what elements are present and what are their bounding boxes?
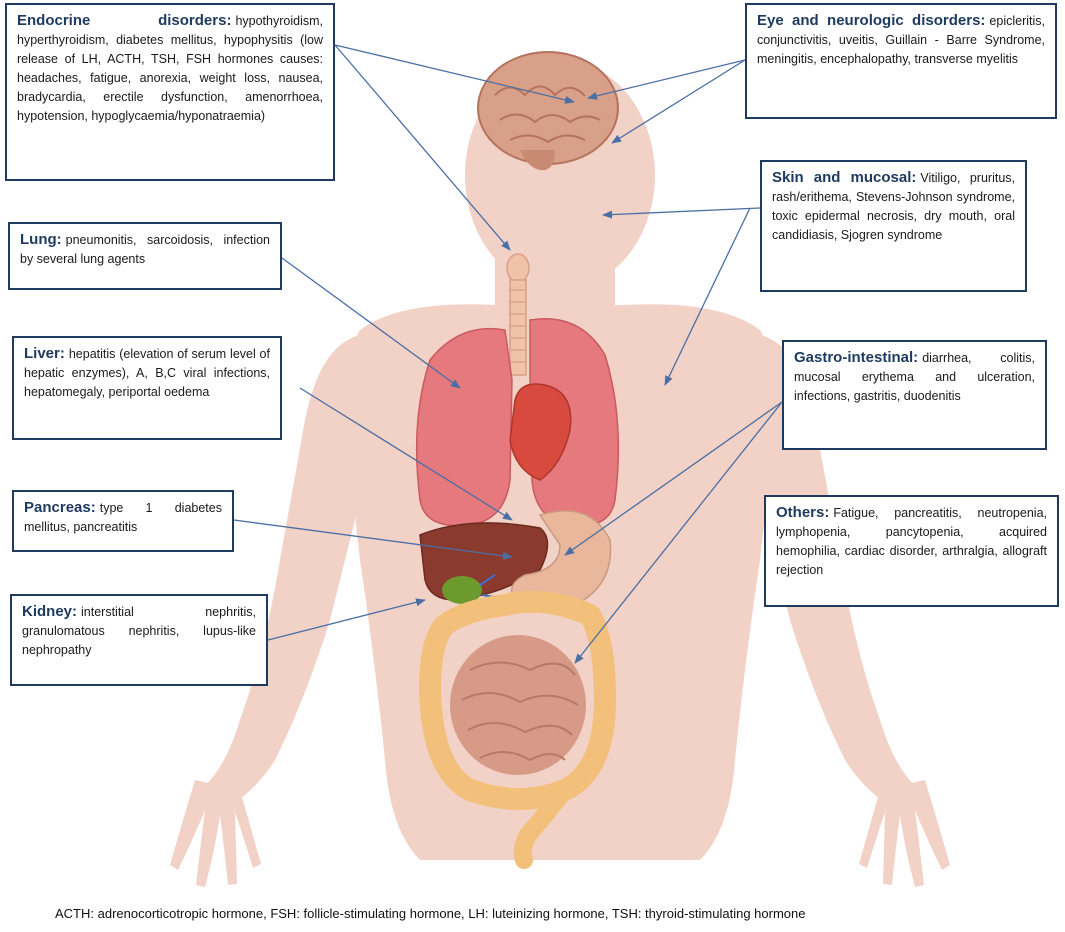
- skin-title: Skin and mucosal:: [772, 169, 917, 186]
- small-intestine: [450, 635, 586, 775]
- kidney-box: Kidney:interstitial nephritis, granuloma…: [10, 594, 268, 686]
- lung-title: Lung:: [20, 231, 62, 248]
- gastro-title: Gastro-intestinal:: [794, 349, 919, 366]
- heart: [509, 383, 572, 481]
- liver-title: Liver:: [24, 345, 65, 362]
- kidney-text: interstitial nephritis, granulomatous ne…: [22, 605, 256, 657]
- arrow-gastro-stomach: [564, 401, 783, 556]
- eye-box: Eye and neurologic disorders:epicleritis…: [745, 3, 1057, 119]
- arrow-eye-brain: [587, 59, 746, 100]
- lung-box: Lung:pneumonitis, sarcoidosis, infection…: [8, 222, 282, 290]
- arrow-eye-neuro: [611, 59, 746, 144]
- others-box: Others:Fatigue, pancreatitis, neutropeni…: [764, 495, 1059, 607]
- others-text: Fatigue, pancreatitis, neutropenia, lymp…: [776, 506, 1047, 577]
- pancreas-title: Pancreas:: [24, 499, 96, 516]
- liver-box: Liver:hepatitis (elevation of serum leve…: [12, 336, 282, 440]
- others-title: Others:: [776, 504, 830, 521]
- endocrine-title: Endocrine disorders:: [17, 12, 232, 29]
- brain: [477, 51, 619, 171]
- arrow-gastro-intestine: [574, 401, 783, 664]
- gastro-box: Gastro-intestinal:diarrhea, colitis, muc…: [782, 340, 1047, 450]
- abbreviations-caption: ACTH: adrenocorticotropic hormone, FSH: …: [55, 906, 806, 921]
- arrow-skin-mouth: [602, 207, 761, 219]
- skin-box: Skin and mucosal:Vitiligo, pruritus, ras…: [760, 160, 1027, 292]
- arrow-liver: [299, 387, 513, 521]
- large-intestine: [419, 590, 616, 869]
- liver-text: hepatitis (elevation of serum level of h…: [24, 347, 270, 399]
- kidney-title: Kidney:: [22, 603, 78, 620]
- arrow-pancreas: [233, 519, 513, 560]
- arrow-endocrine-neck: [334, 44, 511, 251]
- eye-title: Eye and neurologic disorders:: [757, 12, 986, 29]
- skin-text: Vitiligo, pruritus, rash/erithema, Steve…: [772, 171, 1015, 242]
- arrow-lung: [281, 257, 461, 389]
- arrow-skin-body: [664, 207, 751, 386]
- gastro-text: diarrhea, colitis, mucosal erythema and …: [794, 351, 1035, 403]
- trachea: [506, 253, 530, 376]
- arrows: [233, 44, 783, 664]
- arrow-endocrine-brain: [334, 44, 575, 104]
- arrow-kidney: [267, 598, 426, 641]
- endocrine-box: Endocrine disorders:hypothyroidism, hype…: [5, 3, 335, 181]
- endocrine-text: hypothyroidism, hyperthyroidism, diabete…: [17, 14, 323, 123]
- lungs: [415, 318, 620, 527]
- lung-text: pneumonitis, sarcoidosis, infection by s…: [20, 233, 270, 266]
- eye-text: epicleritis, conjunctivitis, uveitis, Gu…: [757, 14, 1045, 66]
- pancreas-box: Pancreas:type 1 diabetes mellitus, pancr…: [12, 490, 234, 552]
- pancreas-text: type 1 diabetes mellitus, pancreatitis: [24, 501, 222, 534]
